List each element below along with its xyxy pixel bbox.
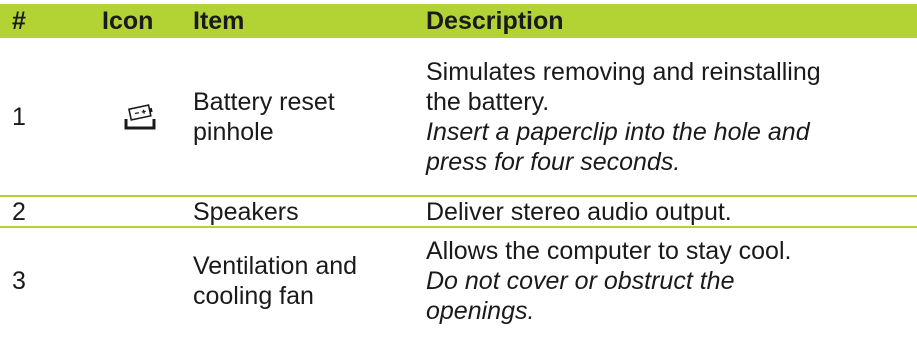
item-line: Battery reset <box>193 87 335 116</box>
desc-line: Simulates removing and reinstalling <box>426 57 821 86</box>
row-number: 3 <box>12 266 26 295</box>
header-description: Description <box>426 7 564 35</box>
row-item: Speakers <box>193 197 299 226</box>
row-description: Allows the computer to stay cool. Do not… <box>426 228 917 333</box>
row-item: Battery reset pinhole <box>193 38 418 195</box>
row-item: Ventilation and cooling fan <box>193 228 418 333</box>
item-line: pinhole <box>193 117 274 146</box>
header-number: # <box>12 7 26 35</box>
desc-note-line: openings. <box>426 296 535 325</box>
table-row: 3 Ventilation and cooling fan Allows the… <box>0 228 917 333</box>
desc-note-line: press for four seconds. <box>426 147 681 176</box>
desc-line: the battery. <box>426 87 550 116</box>
row-description: Deliver stereo audio output. <box>426 197 732 226</box>
desc-note-line: Insert a paperclip into the hole and <box>426 117 810 146</box>
header-icon: Icon <box>102 7 154 35</box>
item-line: cooling fan <box>193 281 314 310</box>
desc-note-line: Do not cover or obstruct the <box>426 266 735 295</box>
table-row: 2 Speakers Deliver stereo audio output. <box>0 197 917 226</box>
row-separator <box>0 195 917 197</box>
battery-reset-icon <box>92 38 187 195</box>
header-item: Item <box>193 7 245 35</box>
item-line: Ventilation and <box>193 251 358 280</box>
row-description: Simulates removing and reinstalling the … <box>426 38 917 195</box>
table-row: 1 Battery reset pinhole <box>0 38 917 195</box>
row-number: 2 <box>12 197 26 226</box>
table-header: # Icon Item Description <box>0 4 917 38</box>
desc-line: Allows the computer to stay cool. <box>426 236 792 265</box>
row-separator <box>0 226 917 228</box>
row-number: 1 <box>12 102 26 131</box>
row-icon-empty <box>92 197 187 226</box>
row-icon-empty <box>92 228 187 333</box>
